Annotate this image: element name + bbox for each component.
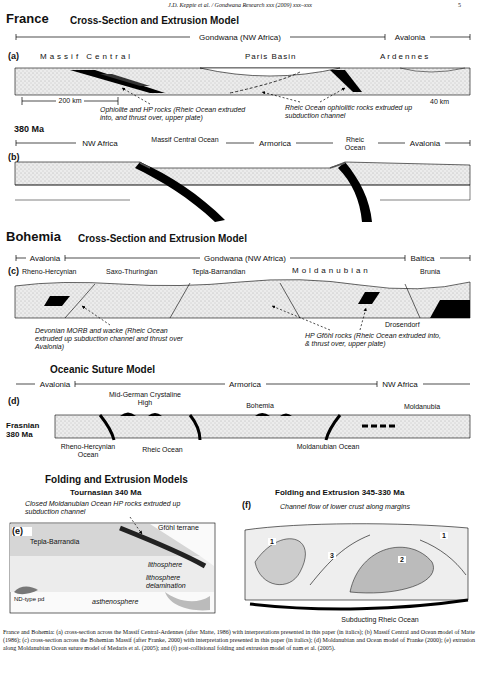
figure-label: Folding and Extrusion Models (45, 474, 265, 486)
figure-label: (f) (242, 500, 262, 510)
figure-label: NW Africa (370, 380, 430, 389)
figure-label: Ardennes (380, 52, 460, 61)
figure-label: Armorica (250, 139, 300, 148)
figure-label: Frasnian 380 Ma (6, 421, 54, 439)
figure-label: France (6, 12, 68, 27)
figure-label: lithosphere (148, 561, 206, 569)
figure-label: Tepla-Barrandian (192, 268, 276, 276)
figure-label: Avalonia (30, 380, 80, 389)
figure-label: Avalonia (20, 254, 70, 263)
figure-label: Oceanic Suture Model (50, 364, 210, 376)
figure-label: Rheic Ocean ophiolitic rocks extruded up… (285, 104, 425, 120)
figure-label: (d) (8, 396, 28, 406)
figure-caption: France and Bohemia: (a) cross-section ac… (3, 628, 475, 652)
figure-label: Moldanubia (392, 403, 452, 411)
figure-label: Avalonia (400, 139, 450, 148)
figure-label: Massif Central (40, 52, 160, 61)
figure-label: NW Africa (70, 139, 130, 148)
figure-label: Gondwana (NW Africa) (185, 33, 295, 42)
figure-label: (e) (12, 527, 32, 536)
figure-label: 3 (328, 552, 336, 559)
figure-label: J.D. Keppie et al. / Gondwana Research x… (140, 2, 340, 9)
figure-label: Tepla-Barrandia (30, 538, 104, 546)
figure-label: HP Gföhl rocks (Rheic Ocean extruded int… (305, 332, 445, 348)
figure-label: Baltica (400, 254, 445, 263)
figure-label: Closed Moldanubian Ocean HP rocks extrud… (25, 500, 200, 516)
figure-label: 200 km (45, 97, 95, 105)
figure-label: Brunia (420, 268, 460, 276)
figure-label: 40 km (430, 98, 470, 106)
figure-label: Ophiolite and HP rocks (Rheic Ocean extr… (100, 106, 250, 122)
figure-label: ND-type pd (14, 596, 66, 603)
figure-label: Rheic Ocean (335, 136, 375, 152)
figure-label: Folding and Extrusion 345-330 Ma (275, 488, 470, 497)
figure-label: Channel flow of lower crust along margin… (280, 503, 415, 511)
figure-label: Tournasian 340 Ma (70, 488, 190, 497)
figure-label: Bohemia (6, 230, 76, 245)
figure-label: Mid-German Crystaline High (105, 391, 185, 407)
figure-label: 1 (440, 532, 448, 539)
figure-label: Massif Central Ocean (150, 136, 220, 144)
figure-label: Moldanubian Ocean (296, 443, 360, 451)
figure-label: Rheno-Hercynian (22, 268, 100, 276)
figure-label: 1 (268, 538, 276, 545)
figure-label: Gföhl terrane (158, 524, 218, 532)
figure-label: 380 Ma (14, 124, 74, 134)
figure-label: Cross-Section and Extrusion Model (78, 233, 298, 245)
figure-label: lithosphere delamination (146, 574, 208, 590)
figure-label: Avalonia (385, 33, 435, 42)
figure-label: Cross-Section and Extrusion Model (70, 15, 290, 27)
figure-label: Bohemia (235, 402, 285, 410)
figure-label: Paris Basin (245, 52, 325, 61)
figure-label: 5 (458, 2, 472, 9)
figure-label: (b) (8, 152, 28, 162)
figure-label: Rheno-Hercynian Ocean (58, 443, 118, 459)
figure-label: Moldanubian (292, 266, 412, 275)
figure-label: Drosendorf (385, 321, 447, 329)
figure-label: asthenosphere (92, 598, 164, 606)
figure-label: Rheic Ocean (140, 446, 185, 454)
figure-label: Gondwana (NW Africa) (190, 254, 300, 263)
figure-label: Saxo-Thuringian (106, 268, 184, 276)
figure-label: Devonian MORB and wacke (Rheic Ocean ext… (35, 327, 195, 351)
figure-label: Armorica (215, 380, 275, 389)
figure-label: Subducting Rheic Ocean (325, 616, 435, 624)
figure-label: 2 (398, 556, 406, 563)
figure-label: (a) (8, 51, 28, 61)
